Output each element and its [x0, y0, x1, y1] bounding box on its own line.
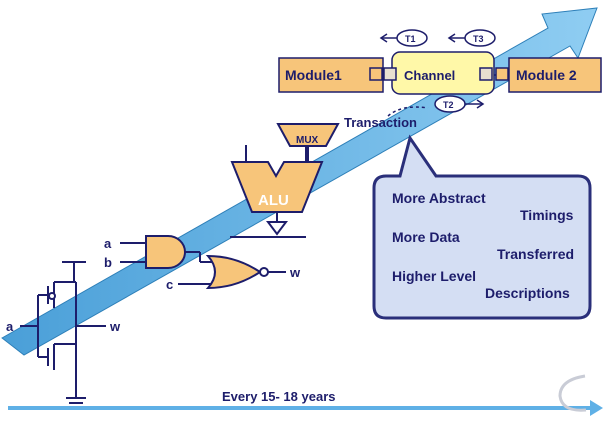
module1-box — [278, 57, 384, 93]
channel-label: Channel — [404, 68, 455, 83]
port-icon — [479, 67, 493, 81]
callout-line1-b: Timings — [520, 207, 574, 223]
thread-t1-label: T1 — [405, 34, 416, 44]
callout-bubble — [372, 134, 592, 320]
callout-line2-b: Transferred — [497, 246, 574, 262]
thread-t3-label: T3 — [473, 34, 484, 44]
timeline-label: Every 15- 18 years — [222, 389, 335, 404]
decorative-swirl — [558, 374, 587, 412]
transistor-input-a: a — [6, 319, 14, 334]
transaction-dotted-arrow — [387, 106, 429, 117]
alu-mux-block — [230, 123, 340, 238]
module1-label: Module1 — [285, 67, 342, 83]
thread-markers — [379, 29, 496, 117]
gate-input-b: b — [104, 255, 112, 270]
logic-gates — [120, 235, 286, 290]
module2-label: Module 2 — [516, 67, 577, 83]
port-icon — [495, 67, 509, 81]
alu-label: ALU — [258, 192, 289, 209]
callout-line3-b: Descriptions — [485, 285, 570, 301]
callout-line2-a: More Data — [392, 229, 460, 245]
callout-line3-a: Higher Level — [392, 268, 476, 284]
thread-t2-label: T2 — [443, 100, 454, 110]
port-icon — [369, 67, 383, 81]
gate-input-c: c — [166, 277, 173, 292]
gate-input-a: a — [104, 236, 112, 251]
module2-box — [508, 57, 602, 93]
gate-output-w: w — [289, 265, 301, 280]
mux-label: MUX — [296, 135, 319, 146]
timeline-arrow — [8, 400, 603, 416]
transaction-label: Transaction — [344, 115, 417, 130]
module-channel-row — [278, 51, 602, 95]
transistor-output-w: w — [109, 319, 121, 334]
transistor-circuit — [20, 261, 106, 409]
callout-line1-a: More Abstract — [392, 190, 486, 206]
port-icon — [383, 67, 397, 81]
